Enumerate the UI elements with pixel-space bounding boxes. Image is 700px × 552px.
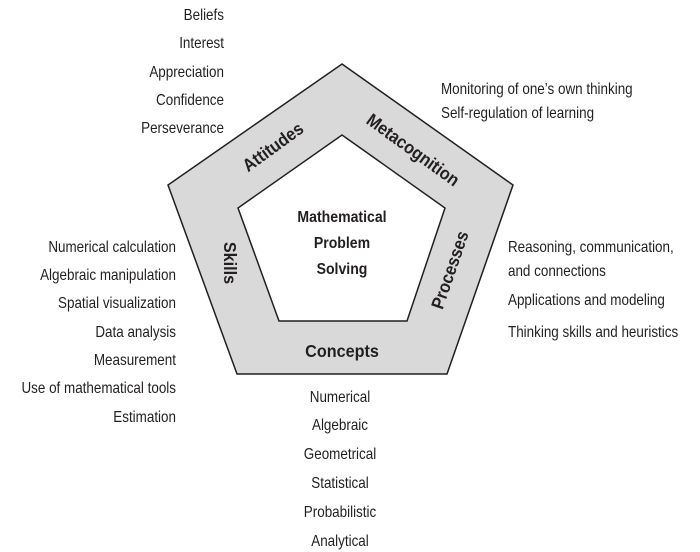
center-title-line: Problem [314,234,370,252]
list-item: and connections [508,263,606,280]
center-title-line: Solving [317,260,368,278]
list-item: Thinking skills and heuristics [508,324,678,341]
list-item: Spatial visualization [58,295,176,312]
list-item: Analytical [311,533,368,550]
list-item: Statistical [311,475,368,492]
list-item: Algebraic [312,417,368,434]
list-item: Numerical calculation [48,239,176,256]
list-item: Perseverance [141,120,224,137]
list-item: Probabilistic [304,504,376,521]
list-item: Appreciation [149,64,224,81]
list-item: Beliefs [184,7,224,24]
label-concepts: Concepts [305,341,379,361]
list-item: Numerical [310,389,370,406]
label-skills: Skills [220,242,240,284]
list-item: Use of mathematical tools [21,380,176,397]
center-title-line: Mathematical [297,208,386,226]
list-item: Reasoning, communication, [508,239,674,256]
list-item: Interest [179,35,224,52]
list-item: Confidence [156,92,224,109]
list-item: Applications and modeling [508,292,665,309]
list-item: Measurement [94,352,176,369]
inner-pentagon [237,134,446,322]
list-item: Estimation [113,409,176,426]
list-item: Algebraic manipulation [40,267,176,284]
list-item: Geometrical [304,446,376,463]
list-item: Data analysis [95,324,176,341]
list-item: Self-regulation of learning [441,105,594,122]
list-item: Monitoring of one’s own thinking [441,81,633,98]
